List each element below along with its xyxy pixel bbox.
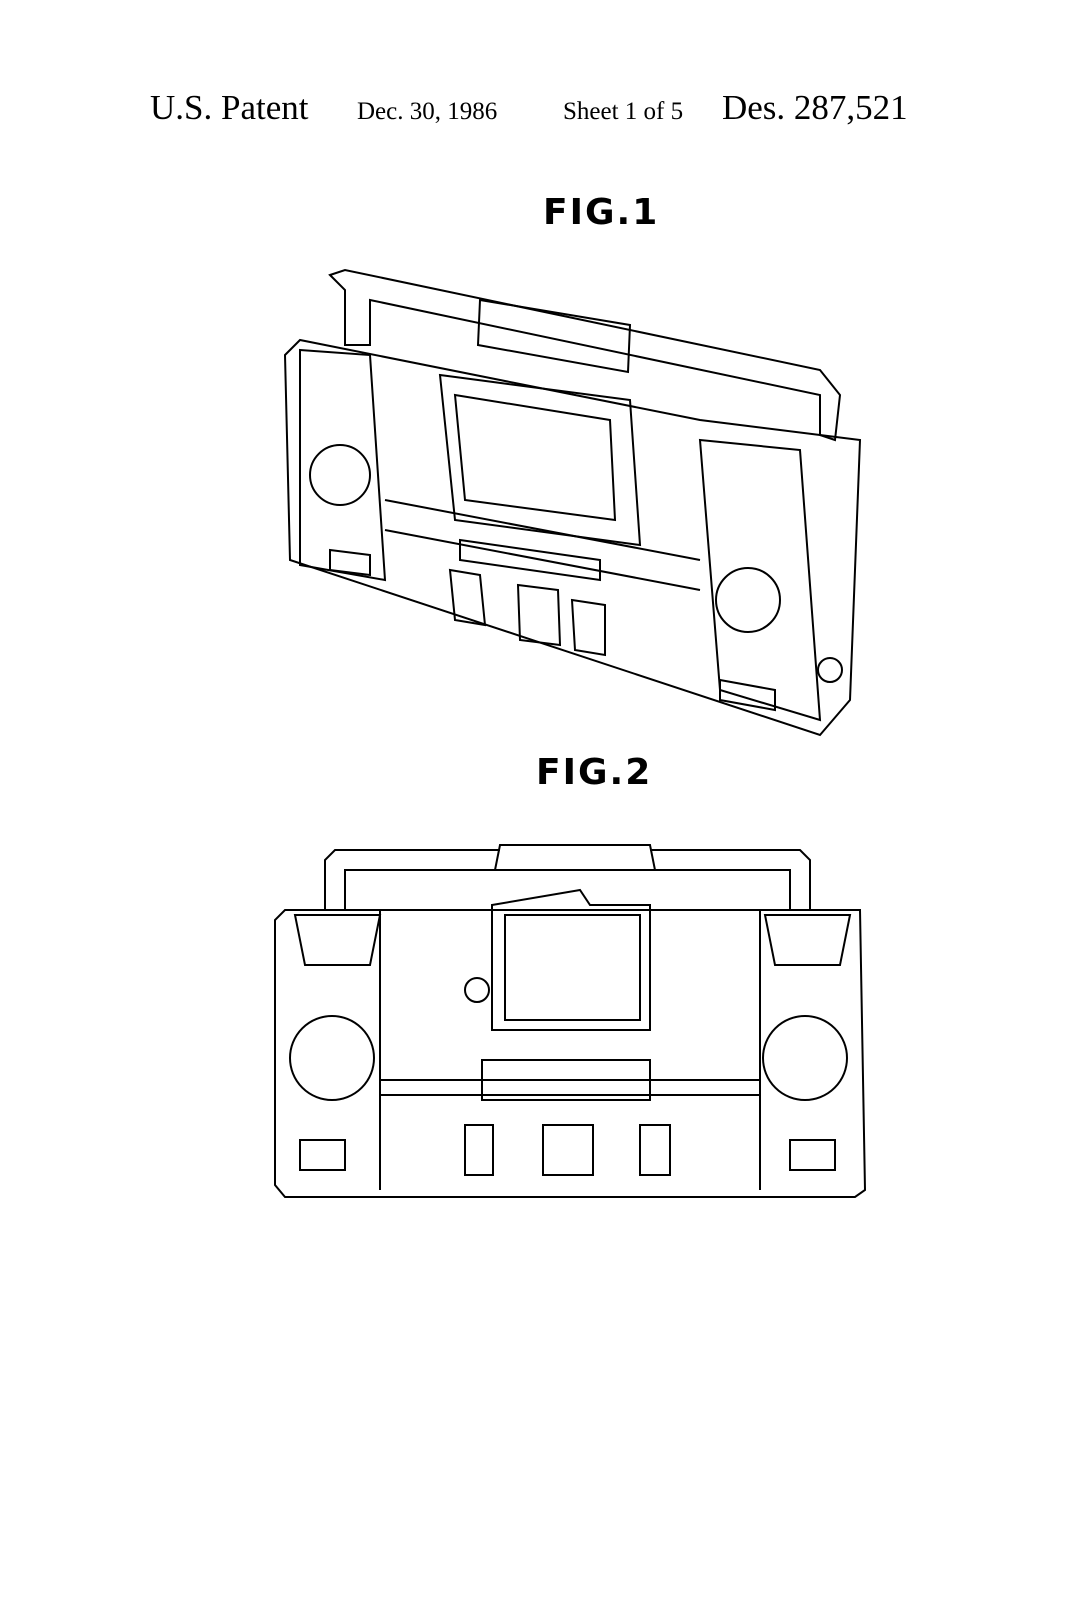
patent-office-label: U.S. Patent <box>150 88 309 127</box>
patent-number: Des. 287,521 <box>722 88 908 127</box>
figure-1-label: FIG.1 <box>543 192 660 233</box>
sheet-number: Sheet 1 of 5 <box>563 98 684 125</box>
patent-date: Dec. 30, 1986 <box>357 98 498 125</box>
figure-2-front-drawing <box>274 844 867 1198</box>
figure-2-label: FIG.2 <box>536 752 653 793</box>
figure-1-perspective-drawing <box>283 268 862 737</box>
